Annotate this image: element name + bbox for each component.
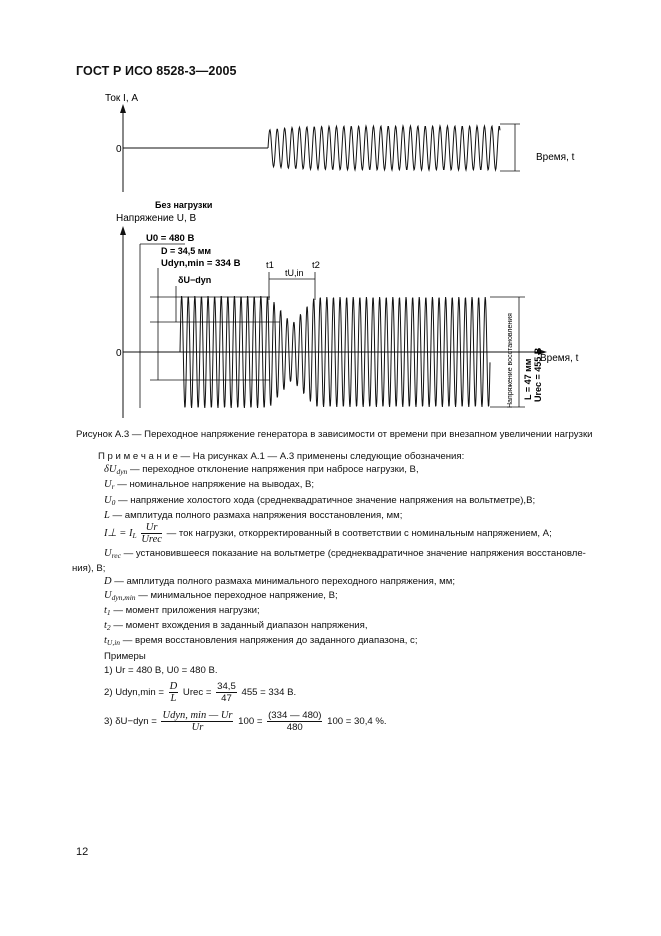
l-label: L = 47 мм (523, 358, 533, 400)
voltage-x-label: Время, t (540, 353, 579, 364)
document-header: ГОСТ Р ИСО 8528-3—2005 (76, 64, 237, 78)
examples-title: Примеры (104, 651, 146, 662)
note-line: L — амплитуда полного размаха напряжения… (104, 509, 403, 521)
udyn-min-label: Udyn,min = 334 В (161, 258, 241, 269)
voltage-y-label: Напряжение U, В (116, 213, 197, 224)
note-line: ния), В; (72, 563, 106, 575)
note-line: D — амплитуда полного размаха минимально… (104, 576, 456, 588)
example-3-fraction-2: (334 — 480)480 (267, 710, 323, 733)
urec-label: Urec = 455 В (533, 347, 543, 402)
current-zero-label: 0 (116, 144, 122, 155)
current-y-axis-arrow (120, 104, 126, 113)
current-x-label: Время, t (536, 152, 575, 163)
tuin-label: tU,in (285, 268, 304, 278)
recovery-voltage-label: Напряжение восстановления (507, 313, 514, 408)
u0-label: U0 = 480 В (146, 233, 194, 244)
page-number: 12 (76, 846, 89, 858)
voltage-plot: Без нагрузки Напряжение U, В 0 Время, t … (116, 200, 579, 418)
current-plot: Ток I, А 0 Время, t (105, 93, 575, 192)
voltage-waveform (179, 296, 491, 408)
d-label: D = 34,5 мм (161, 246, 211, 256)
note-line: tU,in — время восстановления напряжения … (104, 635, 418, 648)
no-load-label: Без нагрузки (155, 200, 212, 210)
delta-u-label: δU−dyn (178, 275, 211, 285)
note-line: Udyn,min — минимальное переходное напряж… (104, 589, 338, 602)
notes-block: П р и м е ч а н и е — На рисунках А.1 — … (72, 450, 624, 649)
example-1: 1) Ur = 480 В, U0 = 480 В. (104, 665, 218, 676)
note-line: t2 — момент вхождения в заданный диапазо… (104, 620, 368, 633)
note-line: Ur — номинальное напряжение на выводах, … (104, 479, 315, 492)
t2-label: t2 (312, 260, 320, 271)
note-line: U0 — напряжение холостого хода (среднекв… (104, 494, 536, 507)
note-line: δUdyn — переходное отклонение напряжения… (104, 464, 419, 477)
voltage-x-axis-arrow (538, 349, 547, 355)
t1-label: t1 (266, 260, 274, 271)
current-waveform (267, 124, 501, 172)
examples-block: Примеры 1) Ur = 480 В, U0 = 480 В. 2) Ud… (104, 650, 387, 733)
current-y-label: Ток I, А (105, 93, 138, 104)
note-line: Urec — установившееся показание на вольт… (104, 548, 586, 561)
voltage-current-figure: Ток I, А 0 Время, t Без нагрузки Напряже… (105, 93, 579, 418)
notes-intro: П р и м е ч а н и е — На рисунках А.1 — … (98, 451, 465, 462)
figure-caption: Рисунок А.3 — Переходное напряжение гене… (76, 429, 593, 440)
note-line: t1 — момент приложения нагрузки; (104, 604, 260, 617)
voltage-zero-label: 0 (116, 348, 122, 359)
voltage-y-axis-arrow (120, 226, 126, 235)
